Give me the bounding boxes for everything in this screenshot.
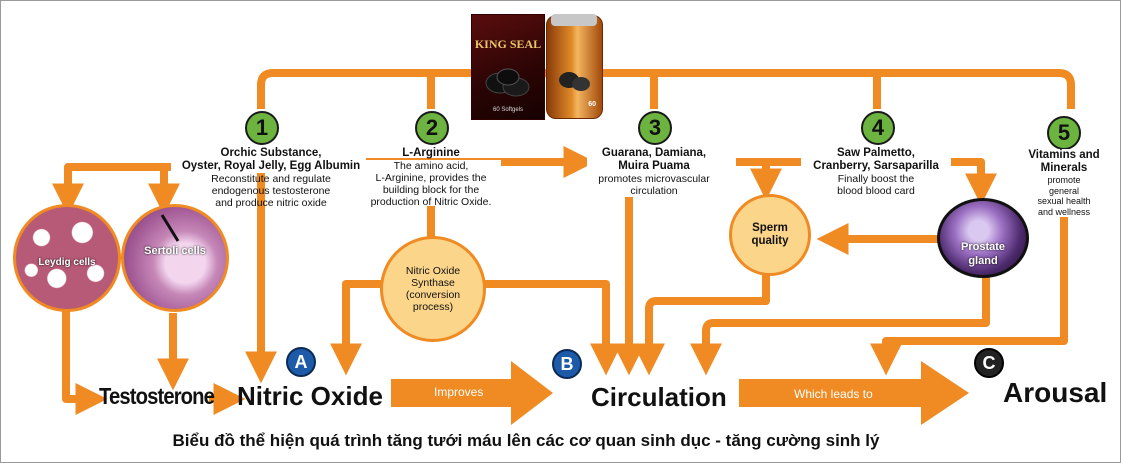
ingredient-3-title-line: Guarana, Damiana, (601, 147, 707, 159)
prostate-gland-line: Prostate (960, 241, 1006, 253)
product-bottle: 60 (546, 14, 603, 119)
ingredient-4-title-line: Cranberry, Sarsaparilla (813, 160, 939, 172)
prostate-gland-line: gland (968, 255, 998, 267)
ingredient-4-desc-line: Finally boost the (837, 173, 915, 185)
ingredient-5-desc-line: sexual health (1037, 196, 1091, 206)
ingredient-1-desc-line: and produce nitric oxide (215, 197, 327, 209)
prostate-gland-image: Prostate gland (937, 198, 1029, 278)
leads-to-arrow-label: Which leads to (794, 387, 873, 401)
ingredient-5-title-line: Vitamins and (1028, 149, 1100, 161)
sperm-quality-line: Sperm (752, 222, 788, 234)
product-box-image (485, 68, 530, 97)
ingredient-2-desc-line: L-Arginine, provides the (375, 172, 487, 184)
ingredient-5-title-line: Minerals (1040, 162, 1088, 174)
ingredient-1-desc-line: Reconstitute and regulate (211, 173, 331, 185)
ingredient-1-text: Orchic Substance, Oyster, Royal Jelly, E… (171, 147, 371, 209)
leydig-cells-image: Leydig cells (13, 204, 121, 312)
product-bottle-caption: 60 (588, 101, 596, 108)
ingredient-5-text: Vitamins and Minerals promote general se… (1021, 149, 1107, 217)
ingredient-1-desc-line: endogenous testosterone (211, 185, 331, 197)
product-box-brand: KING SEAL (474, 37, 542, 51)
ingredient-5-desc-line: and wellness (1037, 206, 1091, 217)
ingredient-3-desc-line: promotes microvascular (598, 173, 710, 185)
ingredient-2-desc-line: production of Nitric Oxide. (370, 196, 492, 208)
product-box-caption: 60 Softgels (492, 107, 524, 113)
product-bottle-image (559, 72, 590, 91)
ingredient-2-desc-line: The amino acid, (361, 160, 501, 172)
product-box: KING SEAL 60 Softgels (471, 14, 545, 120)
step-2-badge: 2 (415, 111, 449, 145)
leydig-cells-label: Leydig cells (38, 257, 96, 268)
circulation-label: Circulation (591, 382, 727, 412)
synthase-line: Synthase (411, 277, 455, 289)
sperm-quality-line: quality (751, 235, 789, 247)
step-1-badge: 1 (245, 111, 279, 145)
ingredient-1-title-line: Oyster, Royal Jelly, Egg Albumin (171, 160, 371, 173)
synthase-line: process) (412, 301, 454, 313)
sperm-quality-bubble: Sperm quality (729, 194, 811, 276)
badge-a: A (286, 347, 316, 377)
sertoli-pointer (160, 214, 180, 242)
ingredient-3-text: Guarana, Damiana, Muira Puama promotes m… (587, 147, 721, 197)
testosterone-label: Testosterone (99, 383, 215, 409)
ingredient-3-desc-line: circulation (630, 185, 678, 197)
step-3-badge: 3 (638, 111, 672, 145)
ingredient-3-title-line: Muira Puama (618, 160, 690, 172)
sertoli-cells-image: Sertoli cells (121, 204, 229, 312)
ingredient-5-desc-line: general (1048, 185, 1080, 196)
improves-arrow-label: Improves (434, 385, 484, 399)
nitric-oxide-synthase-bubble: Nitric Oxide Synthase (conversion proces… (380, 236, 486, 342)
arousal-label: Arousal (1003, 377, 1108, 408)
step-5-badge: 5 (1047, 116, 1081, 150)
badge-c: C (974, 348, 1004, 378)
nitric-oxide-label: Nitric Oxide (237, 381, 383, 411)
step-4-badge: 4 (861, 111, 895, 145)
badge-b: B (552, 349, 582, 379)
ingredient-5-desc-line: promote (1047, 175, 1081, 185)
ingredient-4-title-line: Saw Palmetto, (837, 147, 915, 159)
diagram-caption: Biểu đồ thể hiện quá trình tăng tưới máu… (172, 431, 880, 450)
ingredient-4-desc-line: blood blood card (837, 185, 915, 197)
ingredient-2-text: L-Arginine The amino acid, L-Arginine, p… (361, 147, 501, 208)
ingredient-2-title-line: L-Arginine (402, 147, 460, 159)
ingredient-4-text: Saw Palmetto, Cranberry, Sarsaparilla Fi… (801, 147, 951, 197)
synthase-line: (conversion (405, 289, 461, 301)
sertoli-cells-label: Sertoli cells (144, 245, 206, 257)
synthase-line: Nitric Oxide (405, 265, 461, 277)
ingredient-2-desc-line: building block for the (382, 184, 480, 196)
ingredient-1-title-line: Orchic Substance, (220, 147, 322, 159)
